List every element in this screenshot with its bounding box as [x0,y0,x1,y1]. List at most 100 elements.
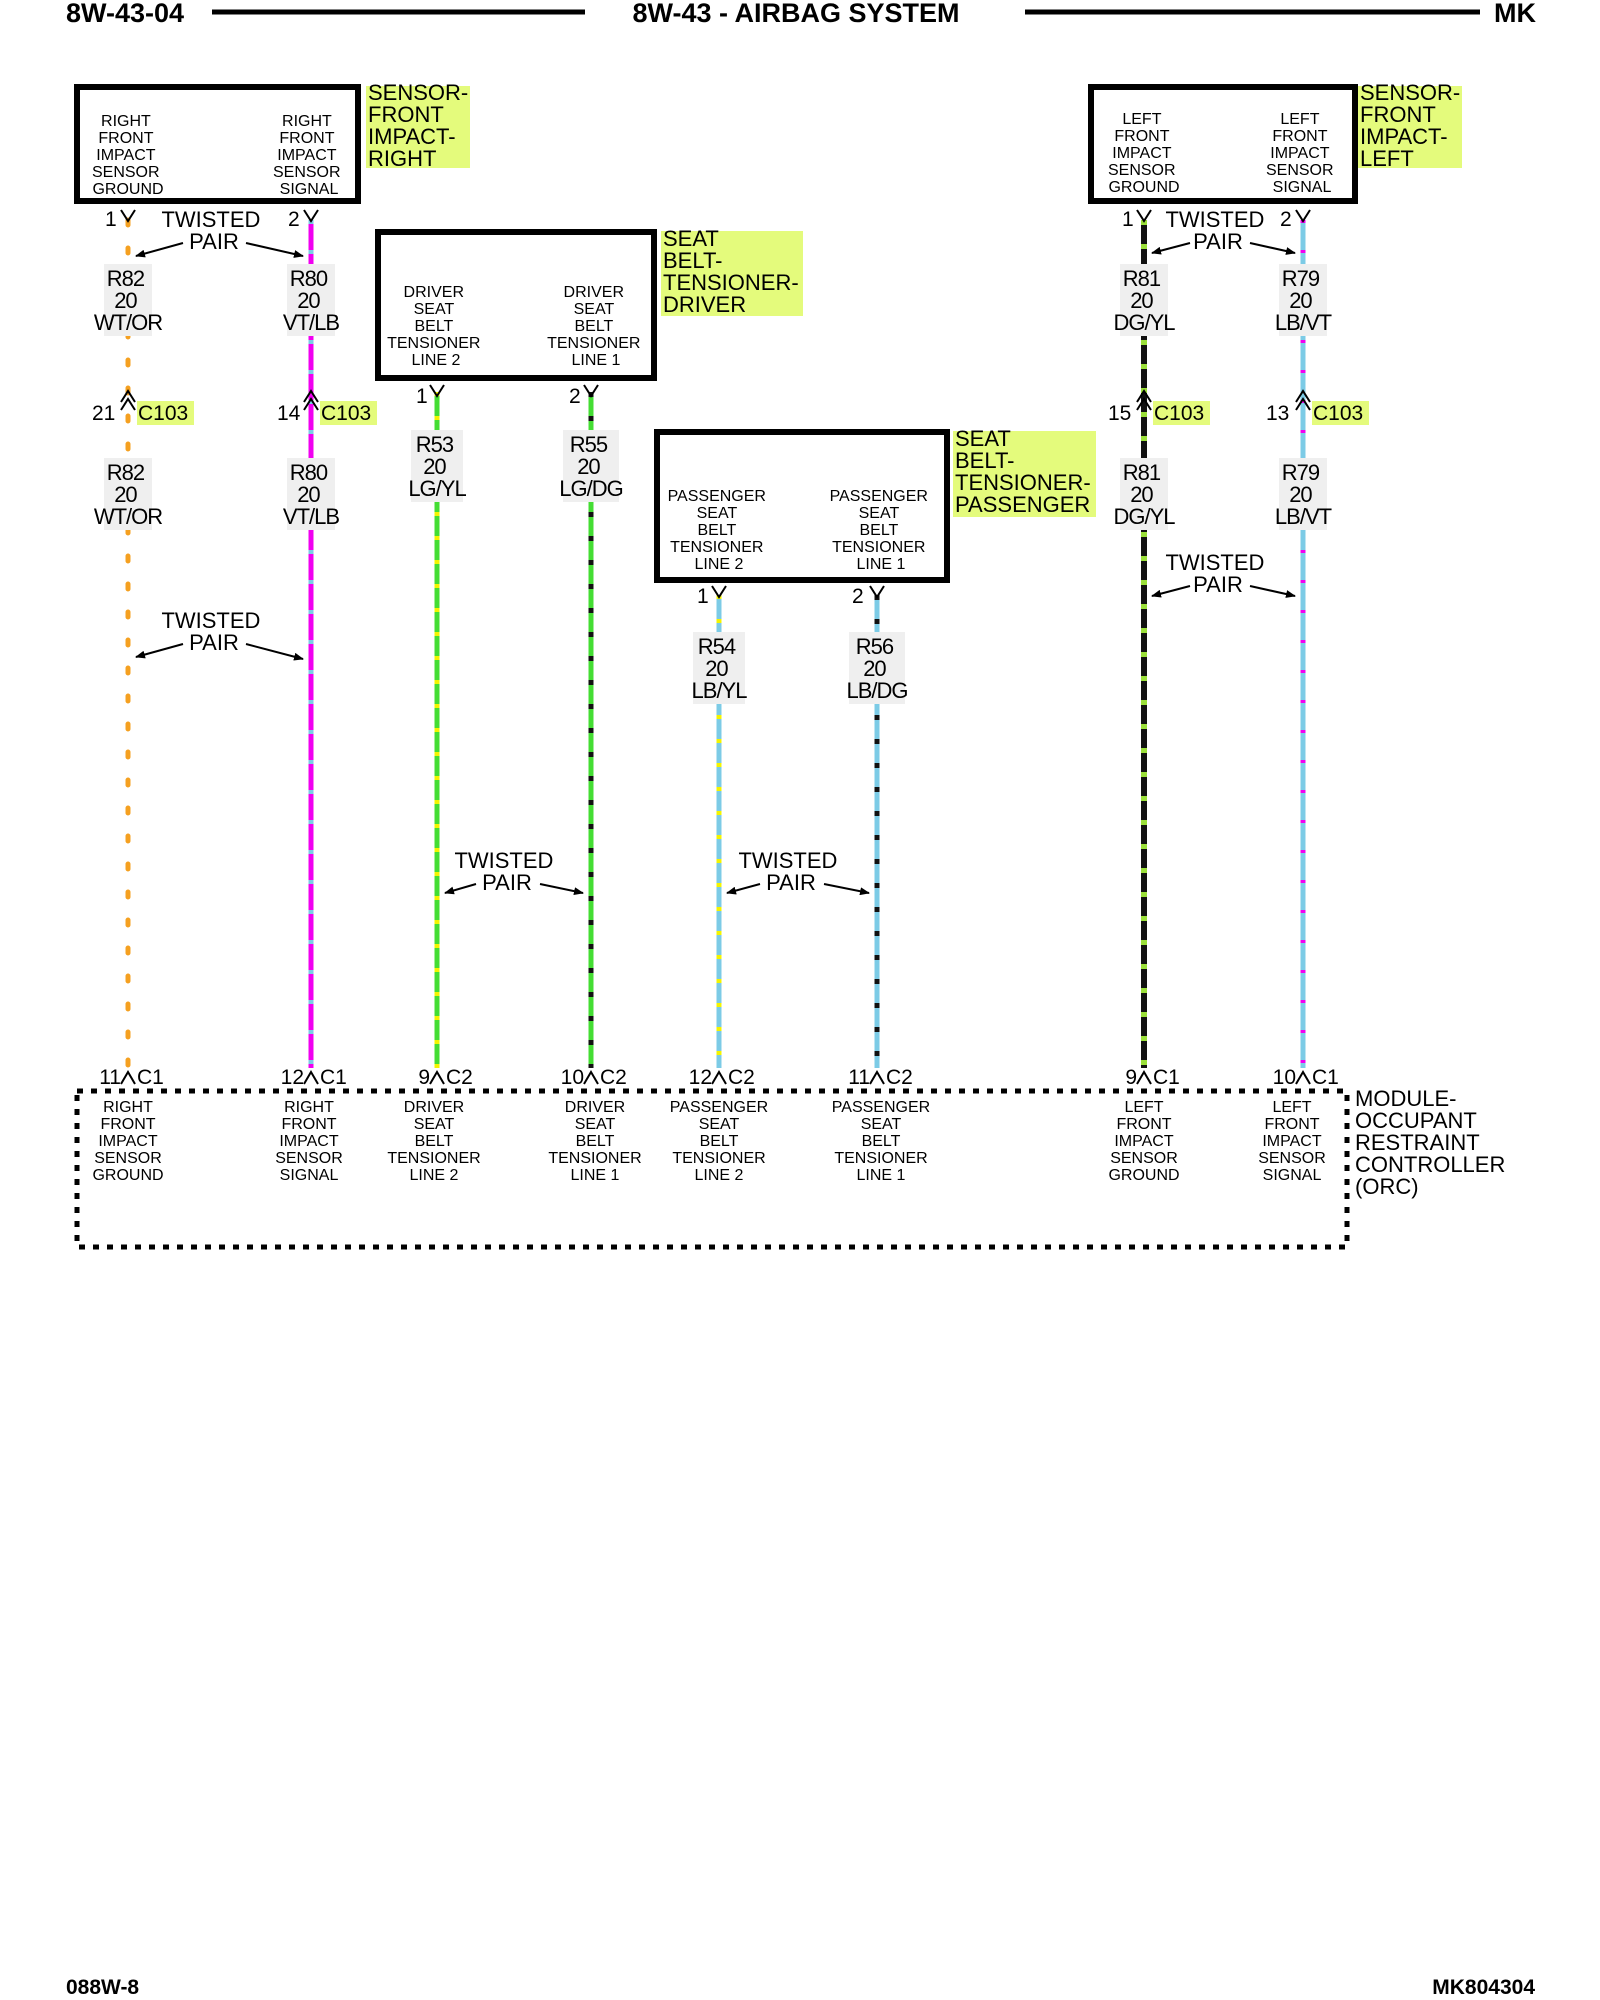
orc-pin-connector: C2 [446,1066,473,1089]
pin1-description: PASSENGER SEAT BELT TENSIONER LINE 2 [668,488,771,573]
wire-label-bg [849,632,905,704]
orc-pin-number: 11 [99,1066,121,1089]
c103-terminal-upper [120,389,136,403]
component-occupant-restraint-controller: MODULE- OCCUPANT RESTRAINT CONTROLLER (O… [74,1066,1511,1250]
pin2-description: DRIVER SEAT BELT TENSIONER LINE 1 [547,284,645,369]
twisted-pair-arrow-right [1249,585,1296,598]
twisted-pair-arrow-left [1151,242,1191,255]
component-sensor-front-impact-right: RIGHT FRONT IMPACT SENSOR GROUND RIGHT F… [74,80,474,231]
pin2-number: 2 [852,585,864,608]
component-seat-belt-tensioner-passenger: PASSENGER SEAT BELT TENSIONER LINE 2 PAS… [654,426,1097,608]
c103-name: C103 [321,402,371,425]
wire-label: R55 20 LG/DG [559,432,622,501]
twisted-pair-label: TWISTED PAIR [1165,550,1270,597]
orc-pin-terminal [120,1070,136,1085]
orc-pin-terminal [869,1070,885,1085]
orc-pin-number: 11 [848,1066,870,1089]
component-box [74,84,361,204]
orc-pin-terminal [303,1070,319,1085]
c103-terminal-lower [1136,397,1152,411]
component-seat-belt-tensioner-driver: DRIVER SEAT BELT TENSIONER LINE 2 DRIVER… [375,226,805,408]
c103-terminal-lower [120,397,136,411]
wire-label-bg [563,430,619,502]
twisted-pair-rf-bottom: TWISTED PAIR [135,608,304,661]
pin2-number: 2 [288,208,300,231]
wire-label: R80 20 VT/LB [283,460,339,529]
component-label: SEAT BELT- TENSIONER- PASSENGER [955,426,1097,517]
component-box [375,229,657,381]
twisted-pair-arrow-right [539,883,584,896]
twisted-pair-label: TWISTED PAIR [738,848,843,895]
wire-label-r81-upper: R81 20 DG/YL [1113,264,1176,336]
pin2-description: PASSENGER SEAT BELT TENSIONER LINE 1 [830,488,933,573]
pin2-number: 2 [1280,208,1292,231]
wire-label: R82 20 WT/OR [94,460,162,529]
wire-label-bg [1279,264,1327,336]
orc-label: MODULE- OCCUPANT RESTRAINT CONTROLLER (O… [1355,1086,1511,1199]
wire-label-r79-upper: R79 20 LB/VT [1275,264,1333,336]
pin2-description: LEFT FRONT IMPACT SENSOR SIGNAL [1266,111,1338,196]
orc-pin-terminal [711,1070,727,1085]
component-label: SENSOR- FRONT IMPACT- LEFT [1360,80,1466,171]
pin2-terminal [1295,209,1311,223]
orc-module-outline [74,1088,1350,1250]
wire-label: R56 20 LB/DG [846,634,907,703]
orc-pin-connector: C2 [886,1066,913,1089]
wire-label-r53: R53 20 LG/YL [408,430,467,502]
orc-pin-number: 9 [418,1066,430,1089]
twisted-pair-label: TWISTED PAIR [454,848,559,895]
twisted-pair-lf-top: TWISTED PAIR [1151,207,1296,255]
wire-label-r55: R55 20 LG/DG [559,430,624,502]
c103-pin-number: 15 [1108,402,1131,425]
twisted-pair-passenger: TWISTED PAIR [726,848,870,896]
orc-pin-number: 9 [1125,1066,1137,1089]
wire-label-r80-upper: R80 20 VT/LB [283,264,340,336]
header-title: 8W-43 - AIRBAG SYSTEM [633,0,960,28]
wire-label: R80 20 VT/LB [283,266,339,335]
footer-figure-number: 088W-8 [66,1976,139,1999]
wire-label-bg [287,264,335,336]
wire-label-bg [411,430,463,502]
wire-label: R82 20 WT/OR [94,266,162,335]
wire-label-bg [104,458,152,530]
pin2-terminal [869,585,885,599]
pin2-terminal [583,384,599,398]
wire-label-r81-lower: R81 20 DG/YL [1113,458,1176,530]
c103-pin-number: 13 [1266,402,1289,425]
orc-pin-terminal [1136,1070,1152,1085]
wire-label-r56: R56 20 LB/DG [846,632,909,704]
connector-c103-r82: 21 C103 [92,389,194,425]
connector-c103-r81: 15 C103 [1108,389,1210,425]
component-label-highlight [661,231,803,316]
pin1-number: 1 [416,385,428,408]
orc-pin-connector: C2 [600,1066,627,1089]
component-label: SEAT BELT- TENSIONER- DRIVER [663,226,805,317]
wire-label: R79 20 LB/VT [1275,460,1332,529]
pin1-terminal [120,209,136,223]
wire-label-r82-upper: R82 20 WT/OR [94,264,163,336]
wire-label-bg [1120,458,1168,530]
component-label: SENSOR- FRONT IMPACT- RIGHT [368,80,474,171]
orc-pin-connector: C2 [728,1066,755,1089]
pin1-description: RIGHT FRONT IMPACT SENSOR GROUND [92,113,164,198]
c103-terminal-upper [303,389,319,403]
wire-label-r54: R54 20 LB/YL [692,632,748,704]
component-label-highlight [1358,86,1462,168]
c103-name: C103 [1313,402,1363,425]
orc-pin-connector: C1 [1153,1066,1180,1089]
header-model: MK [1494,0,1536,28]
c103-pin-number: 14 [277,402,301,425]
wire-label: R54 20 LB/YL [692,634,748,703]
pin1-number: 1 [1122,208,1134,231]
wire-label-bg [1279,458,1327,530]
